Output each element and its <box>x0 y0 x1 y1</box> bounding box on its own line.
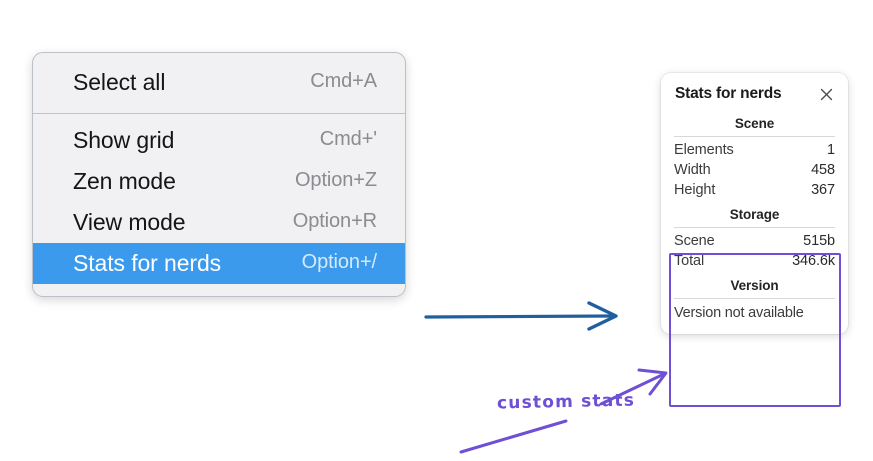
stat-label: Scene <box>674 233 715 249</box>
menu-item-label: Stats for nerds <box>73 250 222 277</box>
stat-row-storage-total: Total 346.6k <box>674 251 835 271</box>
arrow-right-icon <box>424 301 618 331</box>
menu-item-label: View mode <box>73 209 186 236</box>
menu-item-shortcut: Option+Z <box>294 169 377 192</box>
menu-item-shortcut: Cmd+' <box>319 128 377 151</box>
section-divider <box>674 298 835 299</box>
panel-header: Stats for nerds <box>661 73 848 109</box>
menu-item-shortcut: Cmd+A <box>310 70 377 93</box>
section-heading-scene: Scene <box>734 116 775 131</box>
stat-row-storage-scene: Scene 515b <box>674 231 835 251</box>
stat-row-width: Width 458 <box>674 160 835 180</box>
menu-item-label: Zen mode <box>73 168 176 195</box>
menu-item-label: Show grid <box>73 127 175 154</box>
stat-value: 515b <box>803 233 835 249</box>
menu-group-2: Show grid Cmd+' Zen mode Option+Z View m… <box>33 114 405 296</box>
stat-label: Height <box>674 182 716 198</box>
menu-item-stats-for-nerds[interactable]: Stats for nerds Option+/ <box>33 243 405 285</box>
stat-row-elements: Elements 1 <box>674 140 835 160</box>
stat-value: 1 <box>827 142 835 158</box>
menu-item-show-grid[interactable]: Show grid Cmd+' <box>33 120 405 161</box>
annotation-label-custom-stats: custom stats <box>496 390 636 414</box>
section-divider <box>674 136 835 137</box>
stat-value: 346.6k <box>792 253 835 269</box>
menu-group-1: Select all Cmd+A <box>33 53 405 113</box>
stat-value: 458 <box>811 162 835 178</box>
menu-item-shortcut: Option+R <box>292 210 377 233</box>
menu-item-view-mode[interactable]: View mode Option+R <box>33 202 405 243</box>
stat-label: Elements <box>674 142 734 158</box>
menu-item-zen-mode[interactable]: Zen mode Option+Z <box>33 161 405 202</box>
context-menu[interactable]: Select all Cmd+A Show grid Cmd+' Zen mod… <box>32 52 406 298</box>
panel-title: Stats for nerds <box>675 85 782 102</box>
stat-value: 367 <box>811 182 835 198</box>
annotation-underline-stroke <box>459 419 568 454</box>
stat-label: Total <box>674 253 705 269</box>
menu-item-label: Select all <box>73 69 166 95</box>
menu-item-select-all[interactable]: Select all Cmd+A <box>33 62 405 103</box>
close-icon[interactable] <box>819 87 834 102</box>
menu-item-shortcut: Option+/ <box>301 251 377 274</box>
version-status-text: Version not available <box>674 305 804 321</box>
stat-label: Width <box>674 162 711 178</box>
section-divider <box>674 227 835 228</box>
menu-separator <box>33 113 405 115</box>
section-heading-version: Version <box>730 278 779 293</box>
section-heading-storage: Storage <box>729 207 780 222</box>
stats-for-nerds-panel: Stats for nerds Scene Elements 1 Width 4… <box>661 73 848 334</box>
stat-row-height: Height 367 <box>674 180 835 200</box>
panel-body: Scene Elements 1 Width 458 Height 367 St… <box>661 109 848 334</box>
